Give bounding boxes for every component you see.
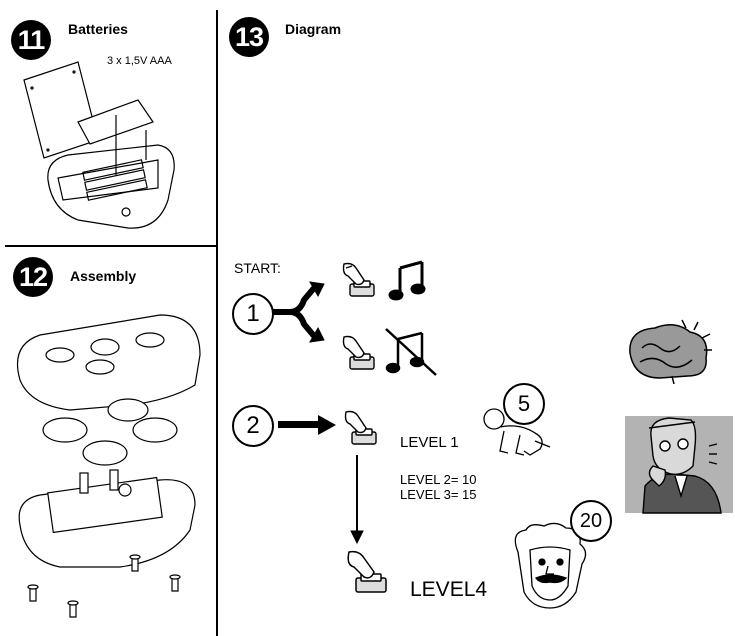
level-4-label: LEVEL4 [410, 578, 488, 601]
section-11-badge: 11 [11, 20, 51, 60]
down-arrow [350, 455, 364, 545]
battery-compartment-illustration [23, 61, 175, 229]
thinking-man-icon [642, 417, 722, 514]
brain-icon [629, 319, 712, 385]
crawling-baby-icon [483, 408, 551, 456]
finger-press-icon-3 [344, 410, 377, 445]
finger-press-icon-4 [347, 550, 387, 593]
vertical-divider [216, 10, 218, 636]
level-3-label: LEVEL 3= 15 [400, 487, 477, 502]
section-12-badge: 12 [13, 257, 53, 297]
level-1-label: LEVEL 1 [400, 434, 459, 451]
level-2-label: LEVEL 2= 10 [400, 472, 477, 487]
step-1-circle: 1 [232, 293, 274, 335]
step-2-circle: 2 [232, 405, 274, 447]
finger-press-icon-2 [342, 335, 375, 370]
branch-arrows [272, 281, 325, 343]
battery-spec: 3 x 1,5V AAA [107, 55, 172, 67]
level-4-count-circle: 20 [570, 500, 612, 542]
start-label: START: [234, 260, 281, 276]
finger-press-icon-1 [342, 262, 375, 297]
genius-face-icon [514, 522, 587, 609]
section-13-badge: 13 [229, 17, 269, 57]
section-12-title: Assembly [70, 268, 137, 284]
step-2-arrow [278, 415, 336, 435]
muted-music-note-icon [385, 328, 437, 376]
section-13-title: Diagram [285, 21, 342, 37]
music-note-icon [388, 260, 426, 301]
section-11-title: Batteries [68, 21, 128, 37]
assembly-exploded-illustration [16, 314, 201, 618]
level-1-count-circle: 5 [503, 383, 545, 425]
horizontal-divider [5, 245, 216, 247]
